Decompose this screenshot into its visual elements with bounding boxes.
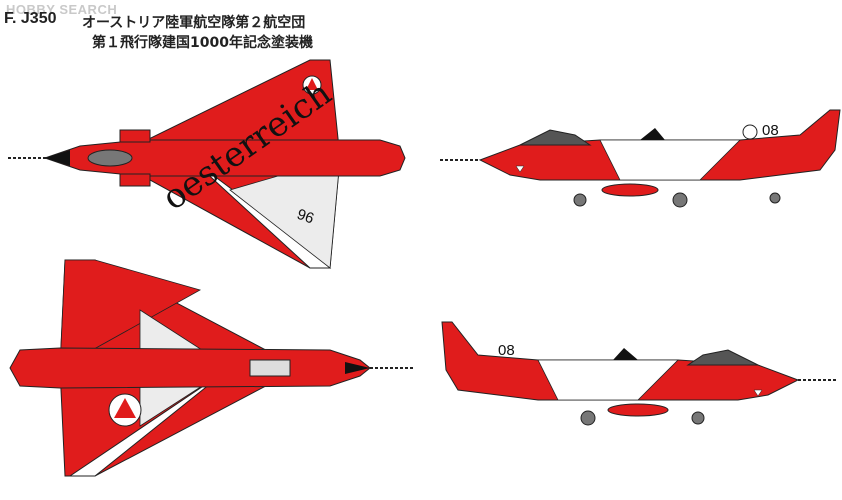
- wing-number-top: 96: [295, 206, 316, 228]
- tail-number-right: 08: [762, 122, 779, 139]
- title-line-2: 第１飛行隊建国1000年記念塗装機: [92, 35, 313, 51]
- side-view-right-profile: 08: [441, 321, 838, 426]
- top-view-upper: oesterreich 96: [8, 59, 406, 269]
- tail-number-left: 08: [498, 342, 515, 359]
- title-line-1: オーストリア陸軍航空隊第２航空団: [82, 15, 306, 31]
- hobby-search-watermark: HOBBY SEARCH: [6, 2, 118, 17]
- bottom-view-lower: [9, 259, 415, 477]
- side-view-left-profile: 08: [440, 109, 841, 208]
- product-code: F. J350: [4, 10, 57, 27]
